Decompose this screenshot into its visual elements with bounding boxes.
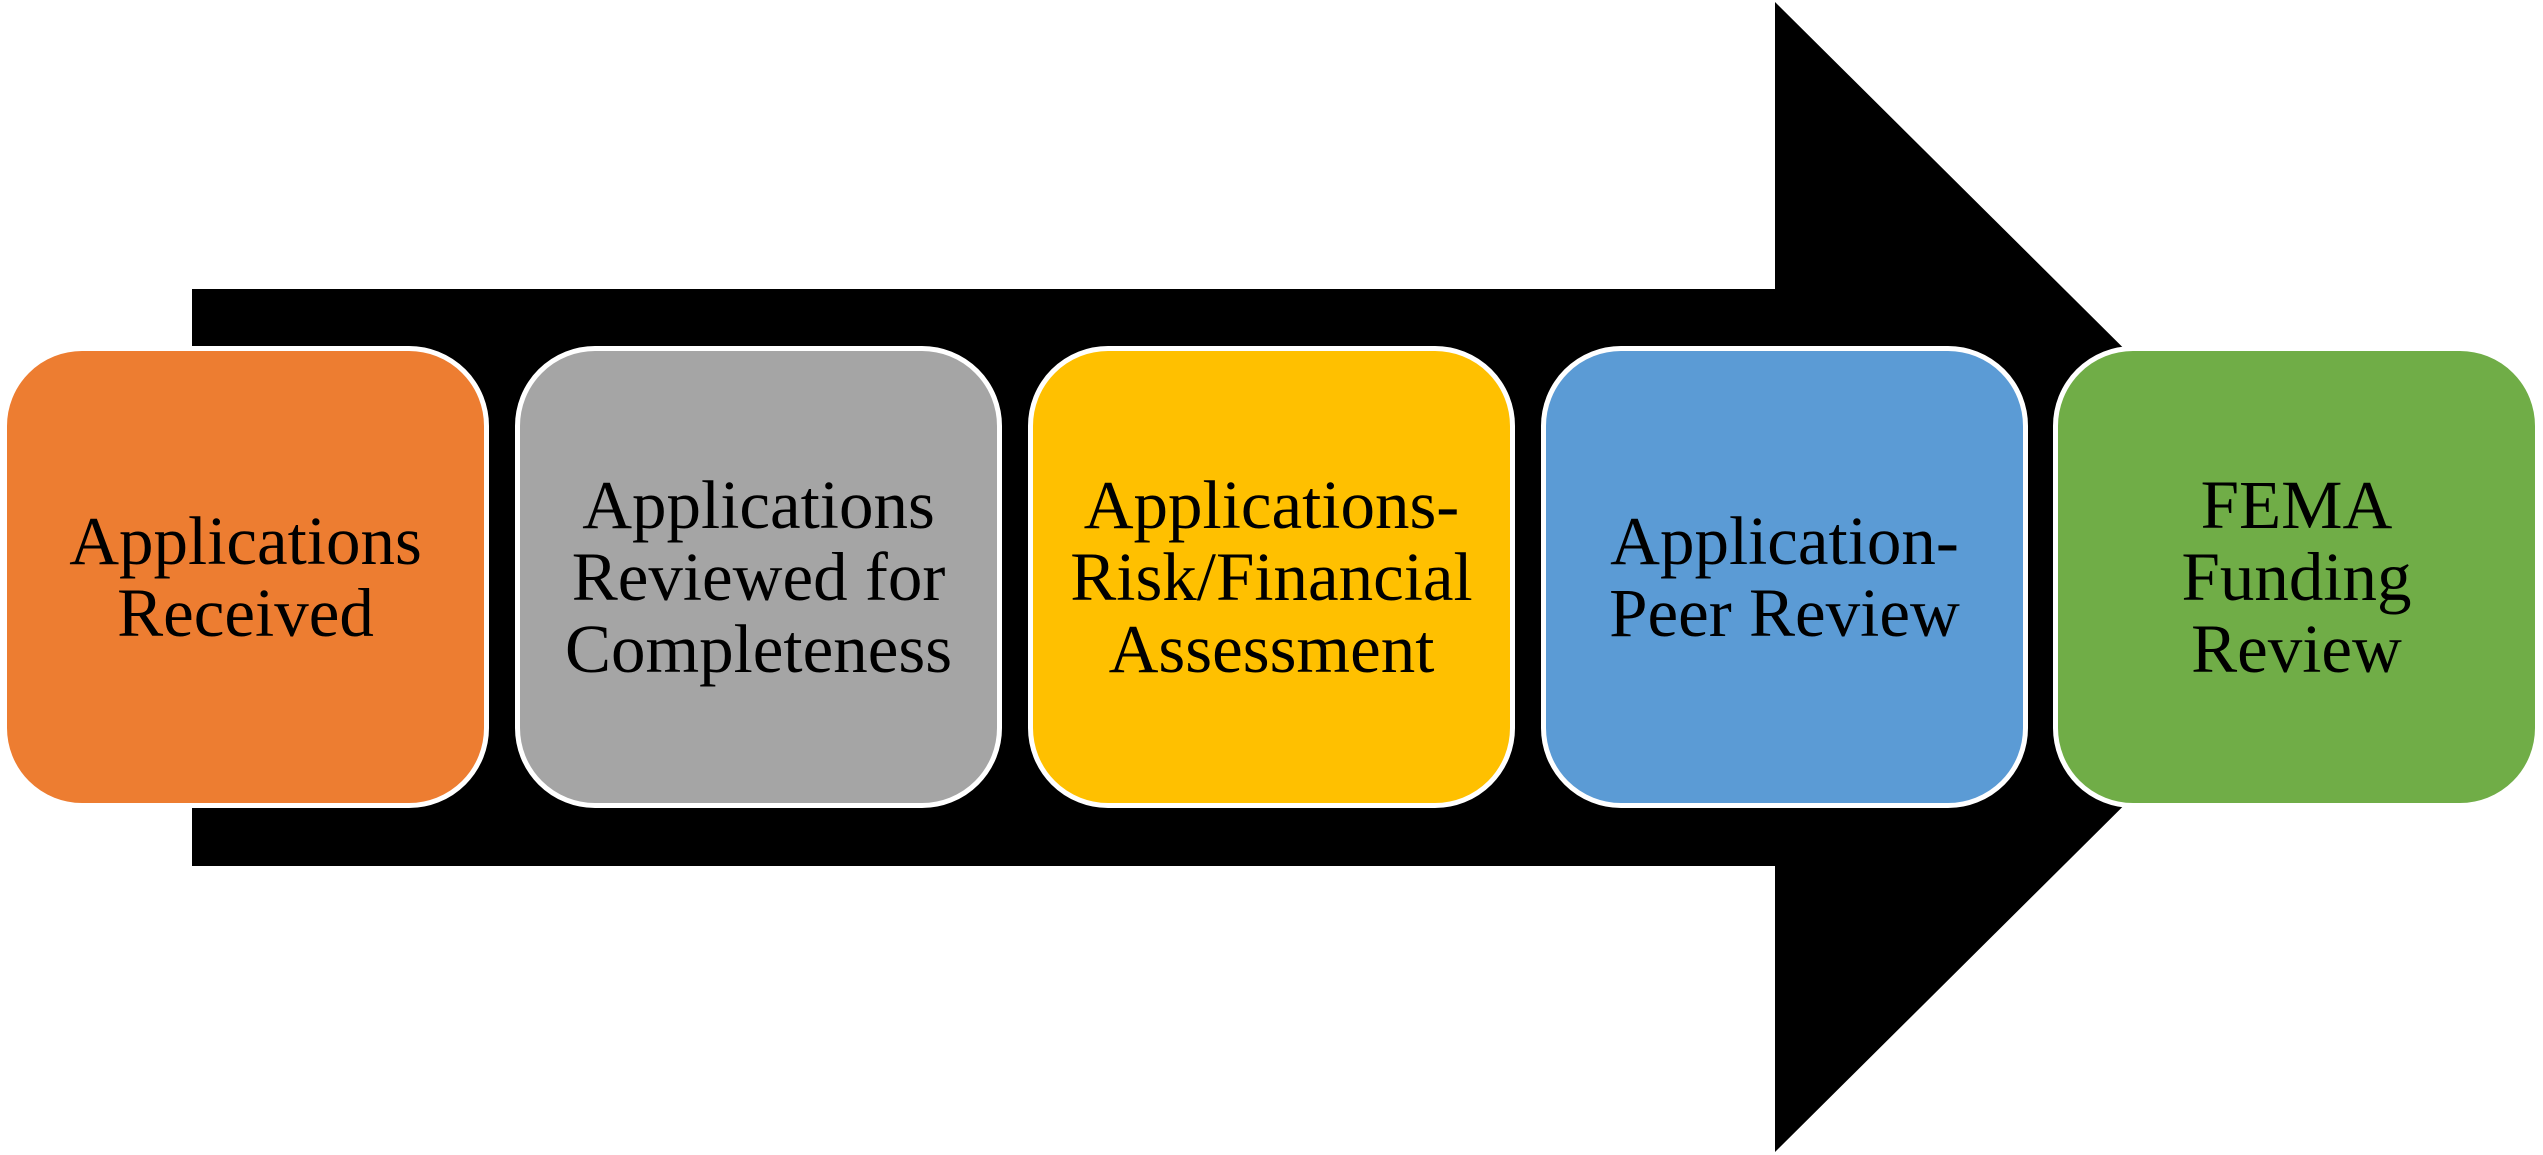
step-fema-funding-review: FEMA Funding Review xyxy=(2053,346,2540,808)
step-label: Applications Received xyxy=(69,503,422,651)
step-completeness-review: Applications Reviewed for Completeness xyxy=(515,346,1002,808)
step-applications-received: Applications Received xyxy=(2,346,489,808)
step-label: Applications Reviewed for Completeness xyxy=(564,467,953,687)
step-peer-review: Application- Peer Review xyxy=(1541,346,2028,808)
step-label: Applications- Risk/Financial Assessment xyxy=(1070,467,1473,687)
step-risk-financial-assessment: Applications- Risk/Financial Assessment xyxy=(1028,346,1515,808)
step-label: Application- Peer Review xyxy=(1609,503,1960,651)
step-label: FEMA Funding Review xyxy=(2181,467,2412,687)
